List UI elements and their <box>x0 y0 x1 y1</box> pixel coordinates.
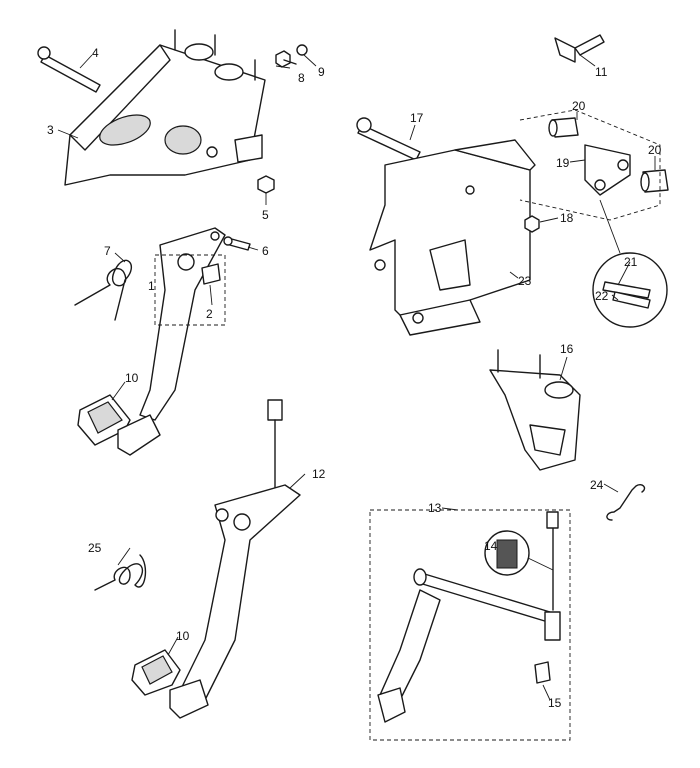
callout-21: 21 <box>624 255 638 269</box>
callout-3: 3 <box>47 123 54 137</box>
pin-part-6 <box>223 236 251 251</box>
nut-part-18 <box>524 215 540 233</box>
bush-part-20-left <box>548 117 579 138</box>
bush-part-15 <box>534 661 551 684</box>
callout-16: 16 <box>560 342 574 356</box>
callout-13: 13 <box>428 501 442 515</box>
clutch-pedal-part-12 <box>177 399 301 711</box>
bolt-and-washer-parts-8-9 <box>275 44 308 68</box>
pedal-bracket-part-3 <box>64 29 266 186</box>
pivot-pin-part-4 <box>37 46 101 93</box>
callout-10-lower: 10 <box>176 629 190 643</box>
callout-14: 14 <box>484 539 498 553</box>
callout-11: 11 <box>595 65 608 79</box>
detail-circle-parts-21-22 <box>592 199 668 328</box>
callout-18: 18 <box>560 211 574 225</box>
nut-part-5 <box>257 175 275 194</box>
spring-part-24 <box>606 483 646 521</box>
callout-labels: 4 3 5 6 7 8 9 11 17 18 23 20 20 19 21 22… <box>47 46 662 710</box>
pedal-lever-part-1 <box>139 227 226 421</box>
pedal-pad-part-10-lower <box>131 649 209 719</box>
callout-1: 1 <box>148 279 155 293</box>
accelerator-pedal-assembly-part-13 <box>377 511 561 723</box>
spring-part-25 <box>94 554 147 591</box>
callout-6: 6 <box>262 244 269 258</box>
lever-part-19 <box>584 144 631 196</box>
pedal-box-housing-part-23 <box>369 139 536 336</box>
callout-17: 17 <box>410 111 424 125</box>
spring-detail-part-14 <box>484 530 554 576</box>
callout-24: 24 <box>590 478 604 492</box>
callout-15: 15 <box>548 696 562 710</box>
callout-22: 22 <box>595 289 609 303</box>
bracket-part-11 <box>554 34 605 63</box>
bush-part-2 <box>201 263 221 285</box>
exploded-guide-lines <box>519 109 661 221</box>
callout-19: 19 <box>556 156 570 170</box>
callout-8: 8 <box>298 71 305 85</box>
assembly-group-box-left <box>154 254 226 326</box>
callout-20-left: 20 <box>572 99 586 113</box>
bush-part-20-right <box>640 169 669 193</box>
callout-23: 23 <box>518 274 532 288</box>
callout-20-right: 20 <box>648 143 662 157</box>
callout-10-upper: 10 <box>125 371 139 385</box>
pedal-pad-part-10-upper <box>77 394 161 456</box>
pedal-bracket-part-16 <box>489 349 581 471</box>
callout-9: 9 <box>318 65 325 79</box>
callout-4: 4 <box>92 46 99 60</box>
callout-5: 5 <box>262 208 269 222</box>
leader-lines <box>57 54 656 701</box>
callout-2: 2 <box>206 307 213 321</box>
assembly-group-box-13 <box>369 509 571 741</box>
spring-part-7 <box>74 259 132 321</box>
callout-12: 12 <box>312 467 326 481</box>
callout-25: 25 <box>88 541 102 555</box>
callout-7: 7 <box>104 244 111 258</box>
